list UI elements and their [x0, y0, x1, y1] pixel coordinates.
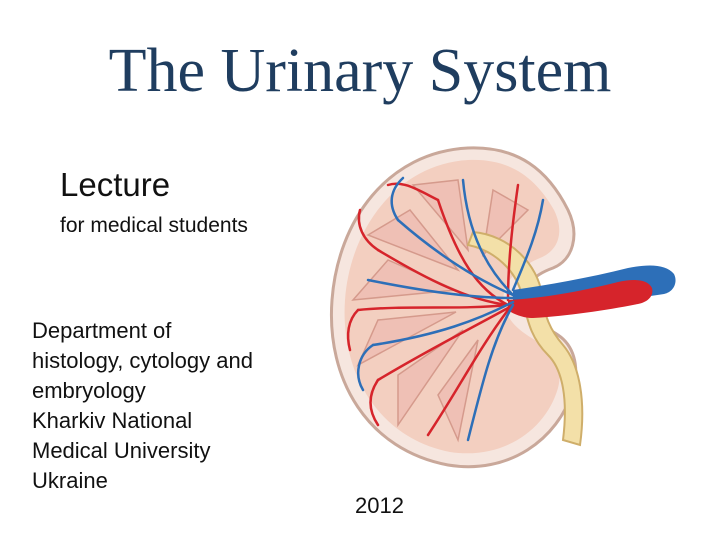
department-line: Department of [32, 318, 172, 343]
kidney-cross-section-illustration [329, 146, 676, 469]
lecture-heading: Lecture [60, 166, 171, 203]
department-info: Department of histology, cytology and em… [32, 316, 253, 496]
department-line: histology, cytology and [32, 348, 253, 373]
slide-title: The Urinary System [108, 37, 612, 105]
lecture-subtitle: for medical students [60, 214, 248, 237]
department-line: Kharkiv National [32, 408, 193, 433]
venous-branches [357, 176, 545, 442]
department-line: Ukraine [32, 468, 108, 493]
renal-pyramids [351, 179, 530, 443]
department-line: embryology [32, 378, 146, 403]
renal-artery [508, 280, 653, 318]
department-line: Medical University [32, 438, 211, 463]
arterial-branches [346, 182, 520, 437]
year-label: 2012 [355, 493, 404, 518]
